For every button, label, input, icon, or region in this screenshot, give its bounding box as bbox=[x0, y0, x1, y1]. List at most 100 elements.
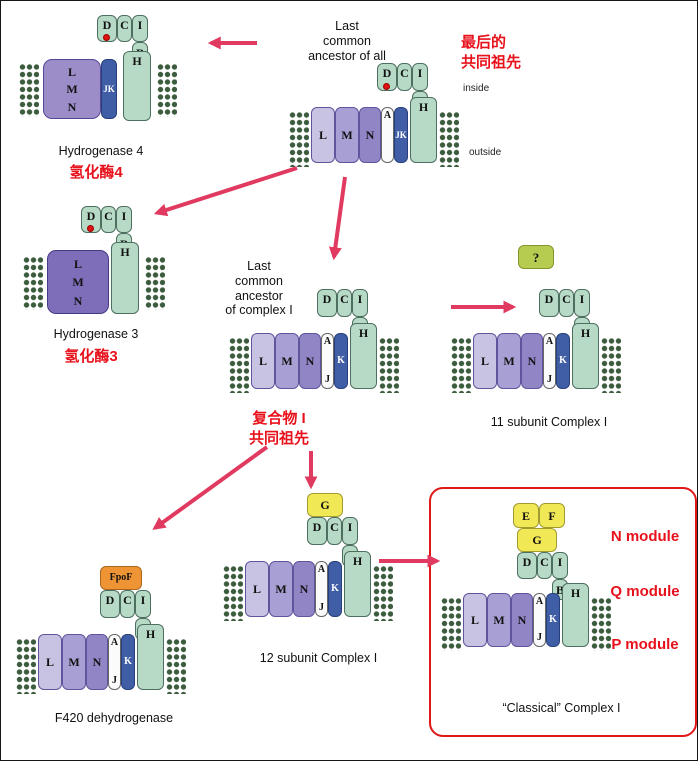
label-last-common-ancestor-of-all-cn-line: 最后的 bbox=[461, 34, 507, 51]
subunit-C: C bbox=[117, 15, 132, 42]
subunit-label: H bbox=[132, 54, 142, 68]
subunit-label: M bbox=[68, 655, 80, 669]
label-last-common-ancestor-of-complex-i-line: common bbox=[235, 273, 283, 288]
classical-complex-highlight-box bbox=[429, 487, 697, 737]
subunit-label: M bbox=[72, 275, 84, 289]
subunit-label: M bbox=[503, 354, 515, 368]
subunit-L: L bbox=[38, 634, 62, 690]
subunit-JK: JK bbox=[394, 107, 408, 163]
subunit-label: D bbox=[544, 292, 554, 306]
lipid-bilayer bbox=[289, 111, 309, 167]
label-last-common-ancestor-of-complex-i-line: ancestor bbox=[235, 288, 283, 303]
subunit-C: C bbox=[327, 517, 342, 545]
subunit-I: I bbox=[116, 206, 132, 233]
subunit-L: L bbox=[463, 593, 487, 647]
subunit-I: I bbox=[132, 15, 148, 42]
label-hydrogenase-3-cn-line: 氢化酶3 bbox=[64, 348, 118, 365]
label-11-subunit-complex-i: 11 subunit Complex I bbox=[469, 415, 629, 430]
subunit-label: C bbox=[340, 292, 349, 306]
subunit-C: C bbox=[537, 552, 552, 579]
subunit-label: I bbox=[121, 209, 127, 223]
subunit-label: I bbox=[417, 66, 423, 80]
label-11-subunit-complex-i-line: 11 subunit Complex I bbox=[490, 415, 608, 429]
subunit-label: N bbox=[73, 293, 83, 308]
subunit-label: C bbox=[123, 593, 132, 607]
subunit-C: C bbox=[101, 206, 116, 233]
label-n-module: N module bbox=[599, 528, 691, 545]
label-hydrogenase-3-line: Hydrogenase 3 bbox=[53, 327, 139, 341]
subunit-H: H bbox=[562, 583, 589, 647]
lipid-bilayer bbox=[145, 256, 165, 310]
subunit-label: L bbox=[252, 582, 261, 596]
subunit-label: H bbox=[580, 326, 591, 340]
lipid-bilayer bbox=[441, 597, 461, 651]
subunit-M: M bbox=[487, 593, 511, 647]
label-inside-line: inside bbox=[463, 83, 490, 94]
subunit-N: N bbox=[293, 561, 315, 617]
subunit-label: A bbox=[535, 596, 544, 607]
subunit-M: M bbox=[497, 333, 521, 389]
subunit-I: I bbox=[552, 552, 568, 579]
subunit-label: H bbox=[352, 554, 363, 568]
label-hydrogenase-3: Hydrogenase 3 bbox=[34, 327, 158, 342]
subunit-C: C bbox=[397, 63, 412, 91]
subunit-N: N bbox=[359, 107, 381, 163]
label-last-common-ancestor-of-all-line: Last bbox=[335, 19, 359, 33]
subunit-C: C bbox=[559, 289, 574, 317]
lipid-bilayer bbox=[591, 597, 611, 651]
subunit-H: H bbox=[410, 97, 437, 163]
subunit-N: N bbox=[521, 333, 543, 389]
subunit-M: M bbox=[335, 107, 359, 163]
subunit-label: N bbox=[92, 655, 102, 669]
subunit-label: K bbox=[331, 583, 339, 594]
subunit-label: L bbox=[73, 256, 82, 271]
subunit-label: K bbox=[337, 355, 345, 366]
subunit-label: M bbox=[281, 354, 293, 368]
subunit-H: H bbox=[123, 51, 151, 121]
subunit-label: N bbox=[527, 354, 537, 368]
lipid-bilayer bbox=[157, 63, 177, 117]
subunit-D: D bbox=[317, 289, 337, 317]
active-site-dot bbox=[103, 34, 110, 41]
subunit-K: K bbox=[328, 561, 342, 617]
label-hydrogenase-3-cn: 氢化酶3 bbox=[34, 347, 148, 367]
subunit-K: K bbox=[546, 593, 560, 647]
subunit-label: D bbox=[522, 555, 532, 569]
subunit-label: L bbox=[67, 64, 76, 79]
unknown-subunit-box: ? bbox=[518, 245, 554, 269]
subunit-K: K bbox=[334, 333, 348, 389]
subunit-label: H bbox=[570, 586, 581, 600]
subunit-M: M bbox=[275, 333, 299, 389]
subunit-label: JK bbox=[395, 129, 407, 140]
subunit-H: H bbox=[344, 551, 371, 617]
subunit-label: H bbox=[120, 245, 130, 259]
lipid-bilayer bbox=[439, 111, 459, 167]
subunit-D: D bbox=[81, 206, 101, 233]
subunit-label: A bbox=[110, 637, 119, 648]
label-n-module-line: N module bbox=[610, 528, 680, 545]
lipid-bilayer bbox=[229, 337, 249, 393]
subunit-label: J bbox=[537, 632, 542, 643]
subunit-label: K bbox=[124, 656, 132, 667]
subunit-I: I bbox=[352, 289, 368, 317]
subunit-label: F bbox=[548, 508, 556, 523]
label-12-subunit-complex-i-line: 12 subunit Complex I bbox=[259, 651, 378, 665]
subunit-L: L bbox=[311, 107, 335, 163]
subunit-D: D bbox=[377, 63, 397, 91]
lipid-bilayer bbox=[451, 337, 471, 393]
flow-arrow bbox=[153, 166, 298, 217]
subunit-label: L bbox=[45, 655, 54, 669]
subunit-A: A bbox=[381, 107, 394, 163]
subunit-label: I bbox=[137, 18, 143, 32]
subunit-label: M bbox=[341, 128, 353, 142]
subunit-label: FpoF bbox=[109, 572, 133, 583]
label-last-common-ancestor-of-complex-i-line: of complex I bbox=[225, 303, 293, 318]
label-hydrogenase-4: Hydrogenase 4 bbox=[39, 144, 163, 159]
subunit-N: N bbox=[86, 634, 108, 690]
